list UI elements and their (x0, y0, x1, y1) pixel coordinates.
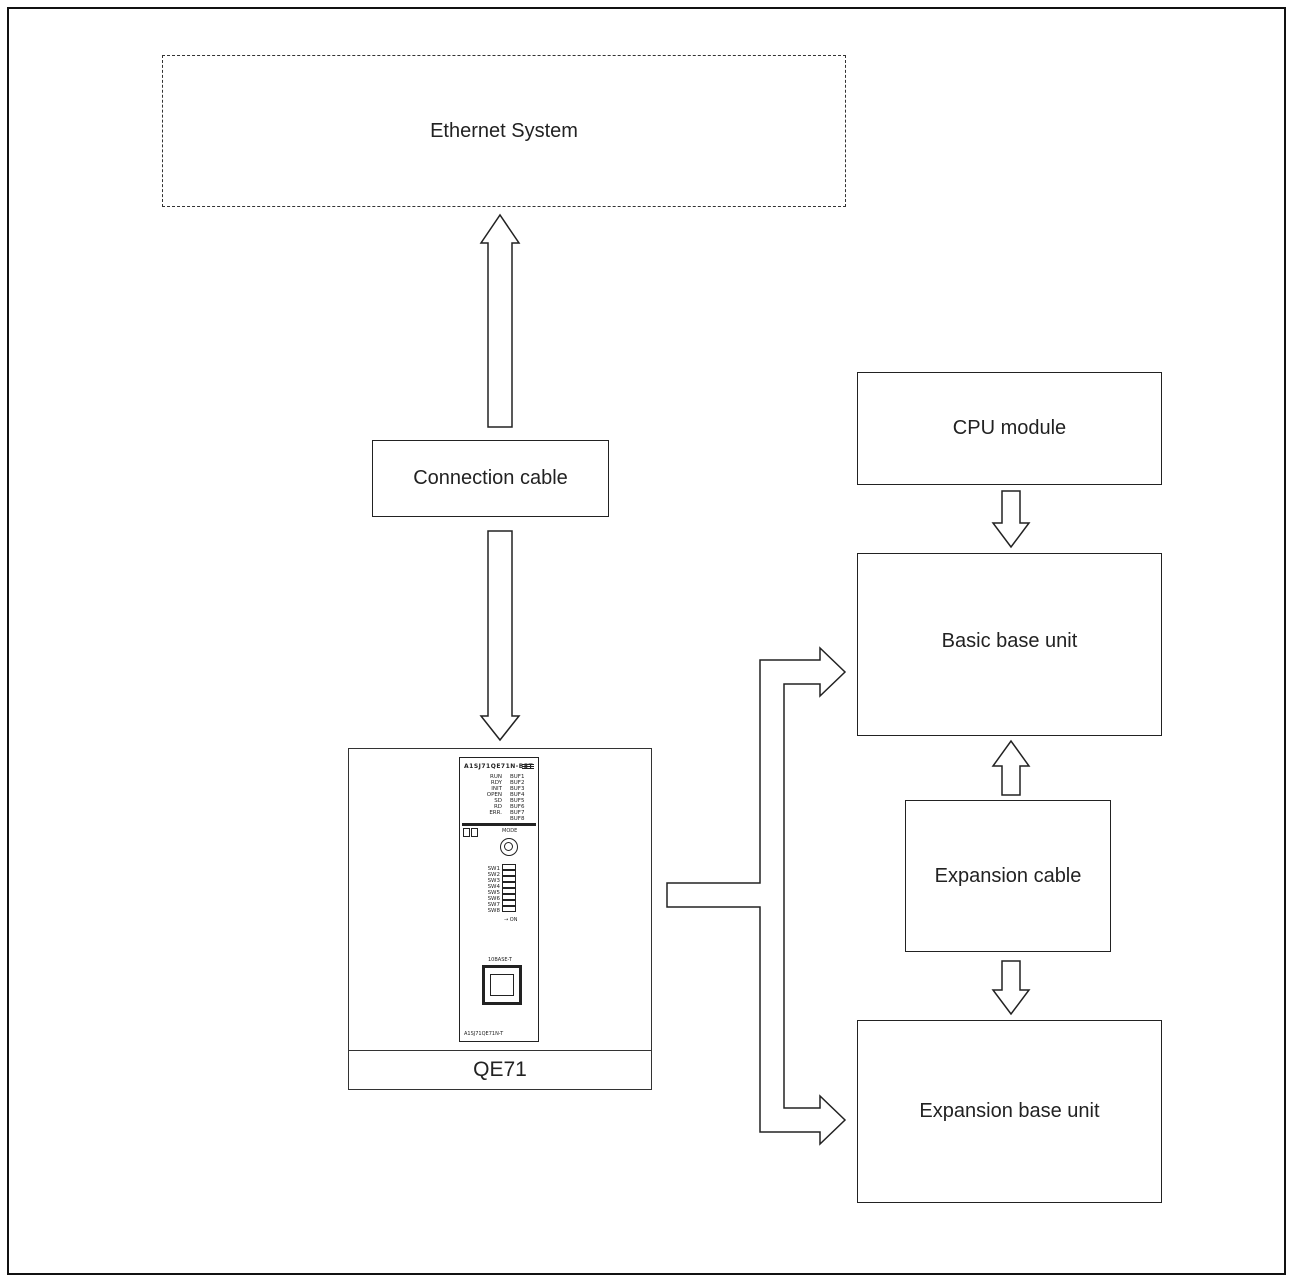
dip-switch-label: SW8 (487, 908, 500, 914)
basic-base-unit-box: Basic base unit (857, 553, 1162, 736)
module-model-header: A1SJ71QE71N-B5T (464, 763, 534, 770)
arrow-expcable-to-expbase (991, 960, 1031, 1016)
expansion-cable-box: Expansion cable (905, 800, 1111, 952)
dip-switch-bank (502, 864, 516, 912)
cpu-module-box: CPU module (857, 372, 1162, 485)
dip-switch-label: SW6 (487, 896, 500, 902)
arrow-qe71-to-bases (666, 646, 847, 1146)
led-label: BUF8 (510, 816, 525, 822)
arrow-cpu-to-basic (991, 490, 1031, 549)
dip-switch-label: SW4 (487, 884, 500, 890)
led-panel (462, 761, 536, 826)
led-label: RUN (490, 774, 502, 780)
connection-cable-box: Connection cable (372, 440, 609, 517)
indicator-square (463, 828, 470, 837)
indicator-square (471, 828, 478, 837)
led-label: BUF4 (510, 792, 525, 798)
led-label: BUF6 (510, 804, 525, 810)
arrow-expcable-to-basic (991, 739, 1031, 796)
ethernet-port (482, 965, 522, 1005)
led-label: RDY (490, 780, 502, 786)
diagram-frame (7, 7, 1286, 1275)
module-model-footer: A1SJ71QE71N-T (464, 1031, 504, 1037)
led-label: INIT (491, 786, 502, 792)
port-label: 10BASE-T (488, 957, 512, 963)
led-label: ERR. (489, 810, 502, 816)
cpu-module-label: CPU module (952, 417, 1067, 439)
led-label: BUF5 (510, 798, 525, 804)
led-label: SD (494, 798, 502, 804)
dip-switch-label: SW1 (487, 866, 500, 872)
dip-switch-label: SW7 (487, 902, 500, 908)
mode-rotary-switch (500, 838, 518, 856)
dip-switch-label: SW2 (487, 872, 500, 878)
expansion-cable-label: Expansion cable (934, 864, 1082, 887)
mode-label: MODE (502, 828, 518, 834)
dip-switch-label: SW5 (487, 890, 500, 896)
dip-switch-label: SW3 (487, 878, 500, 884)
led-label: BUF3 (510, 786, 525, 792)
arrow-ethernet-to-cable (479, 213, 521, 428)
qe71-caption: QE71 (349, 1050, 651, 1089)
led-label: RD (493, 804, 502, 810)
expansion-base-unit-label: Expansion base unit (919, 1100, 1100, 1122)
expansion-base-unit-box: Expansion base unit (857, 1020, 1162, 1203)
ethernet-system-box: Ethernet System (162, 55, 846, 207)
led-label: BUF2 (510, 780, 525, 786)
led-label: BUF1 (510, 774, 525, 780)
ethernet-system-label: Ethernet System (430, 119, 578, 142)
led-label: OPEN (486, 792, 502, 798)
led-label: BUF7 (510, 810, 525, 816)
connection-cable-label: Connection cable (413, 467, 568, 489)
logo-stripe (522, 764, 534, 770)
arrow-cable-to-qe71 (479, 530, 521, 742)
basic-base-unit-label: Basic base unit (941, 630, 1078, 652)
on-direction-label: → ON (504, 917, 518, 923)
